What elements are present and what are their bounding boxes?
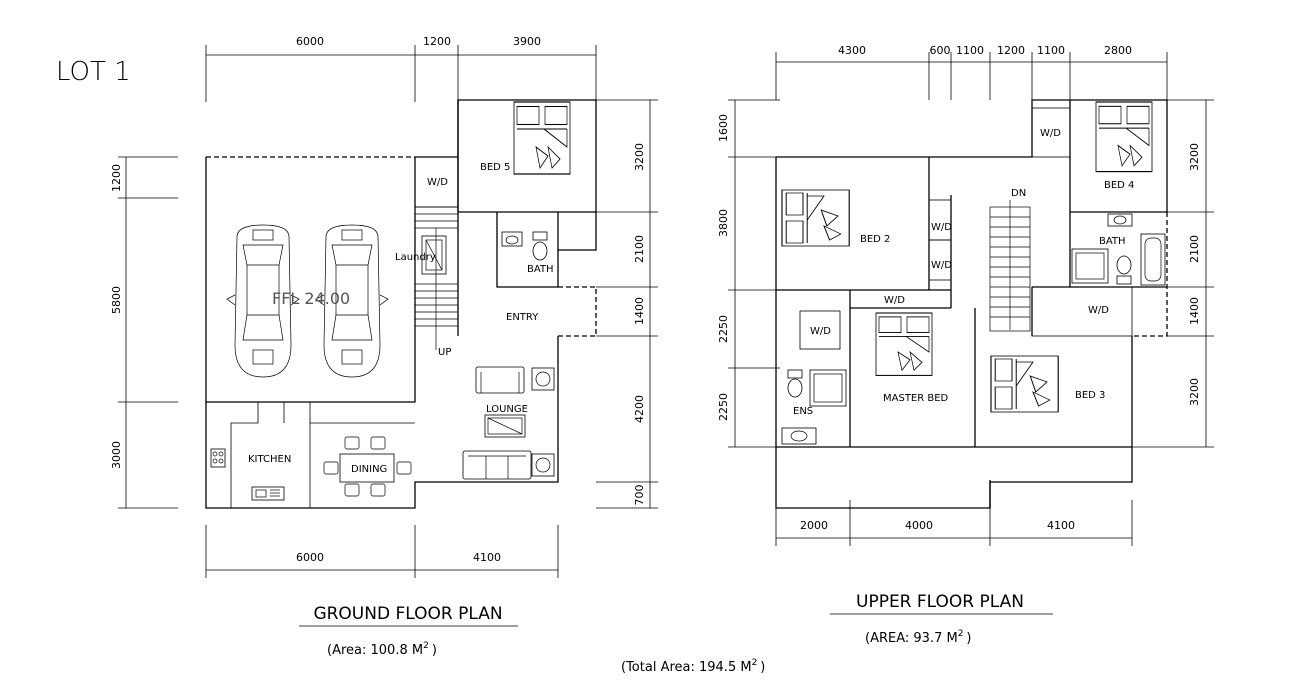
gf-dim-right-4: 4200: [633, 395, 646, 423]
uf-dim-top-3: 1100: [956, 44, 984, 57]
gf-label-dining: DINING: [351, 464, 387, 475]
uf-dim-left-3: 2250: [717, 315, 730, 343]
gf-title: GROUND FLOOR PLAN: [313, 604, 502, 624]
gf-label-lounge: LOUNGE: [486, 404, 528, 415]
uf-label-wd3: W/D: [931, 260, 952, 271]
gf-dim-top-3: 3900: [513, 35, 541, 48]
uf-label-bed3: BED 3: [1075, 390, 1105, 401]
gf-dim-bottom-2: 4100: [473, 551, 501, 564]
upper-floor-plan: 4300 600 1100 1200 1100 2800 2000 4000 4…: [717, 44, 1214, 646]
uf-label-bath: BATH: [1099, 236, 1126, 247]
uf-label-master: MASTER BED: [883, 393, 949, 404]
uf-dim-right-4: 3200: [1188, 378, 1201, 406]
gf-label-entry: ENTRY: [506, 312, 539, 323]
gf-dim-right-5: 700: [633, 485, 646, 506]
ground-floor-plan: 6000 1200 3900 6000 4100 1200 5800 3000 …: [110, 35, 658, 658]
gf-dim-left-2: 5800: [110, 286, 123, 314]
gf-dim-right-3: 1400: [633, 297, 646, 325]
gf-dim-left-1: 1200: [110, 164, 123, 192]
gf-ffl-label: FFL 24.00: [272, 289, 350, 308]
uf-dim-top-4: 1200: [997, 44, 1025, 57]
uf-dim-top-2: 600: [930, 44, 951, 57]
gf-dim-right-1: 3200: [633, 143, 646, 171]
gf-label-bed5: BED 5: [480, 162, 510, 173]
uf-dim-right-2: 2100: [1188, 235, 1201, 263]
uf-label-dn: DN: [1011, 188, 1026, 199]
uf-dim-top-5: 1100: [1037, 44, 1065, 57]
uf-dim-top-6: 2800: [1104, 44, 1132, 57]
uf-label-wd4: W/D: [884, 295, 905, 306]
uf-label-bed4: BED 4: [1104, 180, 1134, 191]
uf-dim-bottom-2: 4000: [905, 519, 933, 532]
gf-dim-right-2: 2100: [633, 235, 646, 263]
gf-dim-top-1: 6000: [296, 35, 324, 48]
gf-dim-bottom-1: 6000: [296, 551, 324, 564]
uf-label-bed2: BED 2: [860, 234, 890, 245]
uf-label-wd5: W/D: [1088, 305, 1109, 316]
uf-dim-top-1: 4300: [838, 44, 866, 57]
gf-dim-top-2: 1200: [423, 35, 451, 48]
uf-dim-right-1: 3200: [1188, 143, 1201, 171]
uf-dim-bottom-3: 4100: [1047, 519, 1075, 532]
uf-label-wd2: W/D: [931, 222, 952, 233]
gf-label-laundry: Laundry: [395, 252, 436, 263]
total-area: (Total Area: 194.5 M2): [621, 658, 765, 675]
uf-title: UPPER FLOOR PLAN: [856, 592, 1024, 612]
uf-label-wd6: W/D: [810, 326, 831, 337]
uf-dim-right-3: 1400: [1188, 297, 1201, 325]
lot-label: LOT 1: [56, 57, 131, 87]
uf-area: (AREA: 93.7 M2): [865, 629, 972, 646]
gf-label-kitchen: KITCHEN: [248, 454, 291, 465]
uf-label-ens: ENS: [793, 406, 813, 417]
gf-label-wd: W/D: [427, 177, 448, 188]
gf-label-up: UP: [438, 347, 451, 358]
gf-dim-left-3: 3000: [110, 441, 123, 469]
gf-area: (Area: 100.8 M2): [327, 641, 437, 658]
uf-label-wd1: W/D: [1040, 128, 1061, 139]
uf-dim-left-1: 1600: [717, 114, 730, 142]
uf-dim-left-4: 2250: [717, 393, 730, 421]
uf-dim-bottom-1: 2000: [800, 519, 828, 532]
uf-dim-left-2: 3800: [717, 209, 730, 237]
gf-label-bath: BATH: [527, 264, 554, 275]
